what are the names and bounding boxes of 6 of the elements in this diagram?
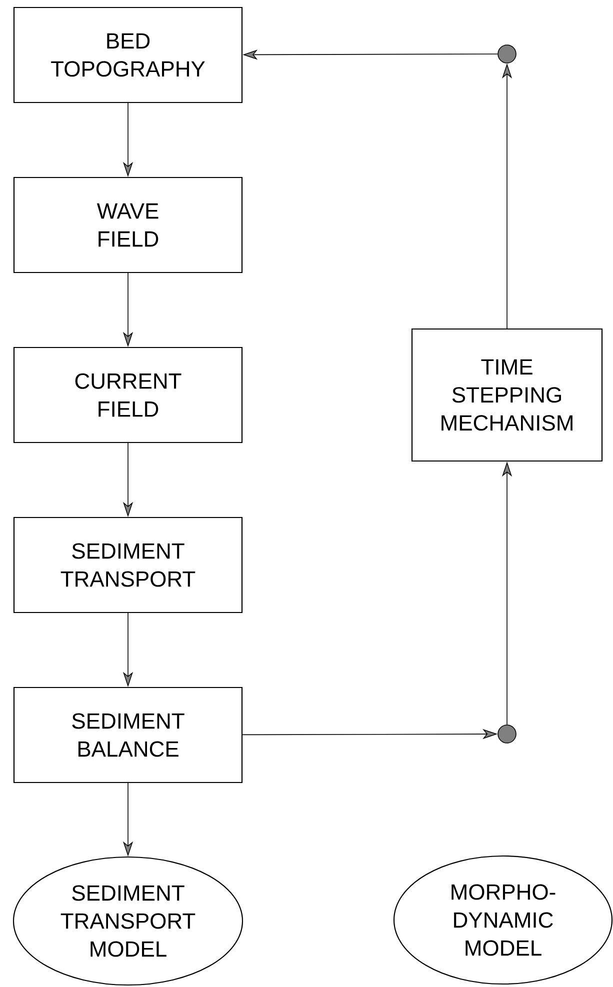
process-box: WAVE FIELD	[13, 176, 243, 274]
process-box: SEDIMENT TRANSPORT	[13, 516, 243, 614]
process-box: BED TOPOGRAPHY	[13, 6, 243, 104]
process-box: CURRENT FIELD	[13, 346, 243, 444]
process-box: SEDIMENT BALANCE	[13, 686, 243, 784]
process-box: TIME STEPPING MECHANISM	[411, 328, 603, 462]
